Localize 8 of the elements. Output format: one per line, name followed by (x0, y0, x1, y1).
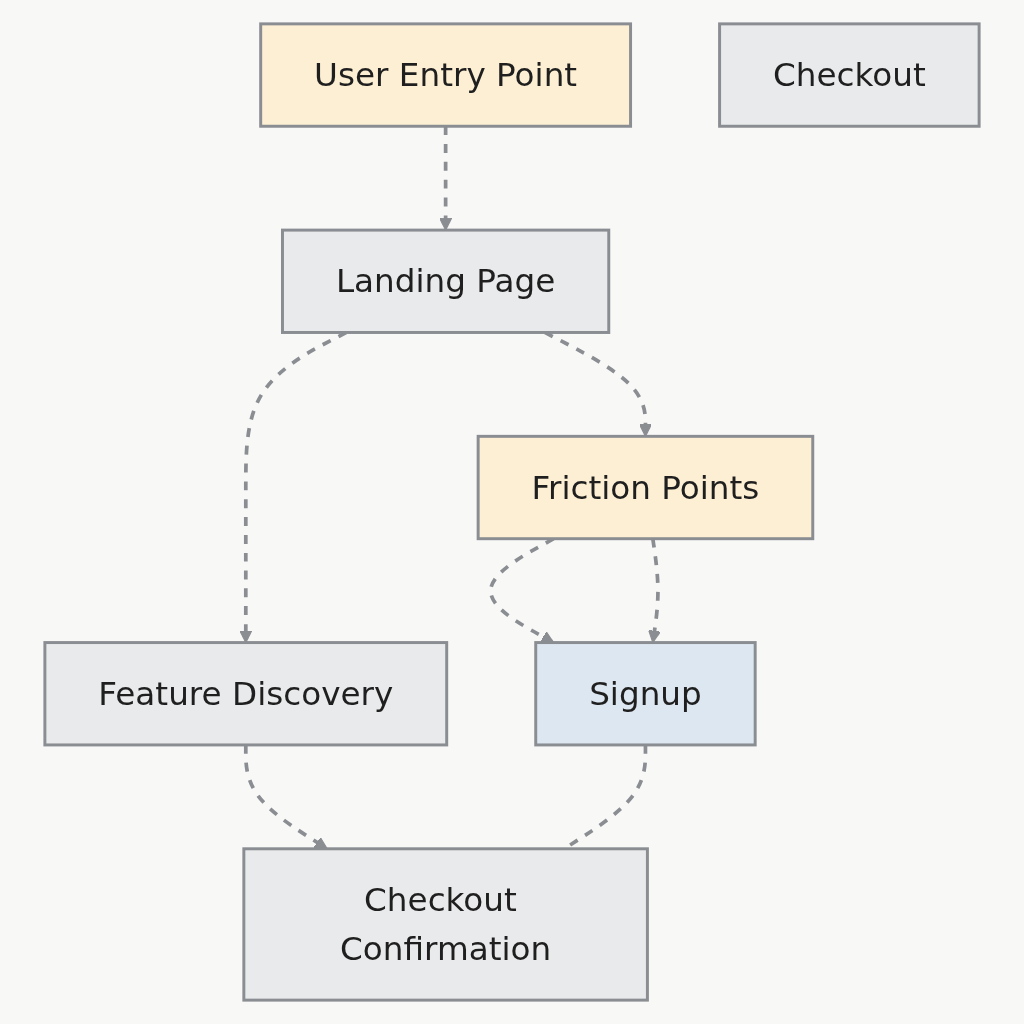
node-box: Feature Discovery (43, 641, 449, 747)
node-box: Signup (534, 641, 757, 747)
arrow (439, 126, 453, 231)
node-box: Checkout (718, 22, 981, 128)
node-box: User Entry Point (259, 22, 633, 128)
node-box: Friction Points (476, 434, 815, 541)
node-box: Landing Page (281, 228, 611, 334)
node-box: Checkout Confirmation (242, 847, 649, 1002)
